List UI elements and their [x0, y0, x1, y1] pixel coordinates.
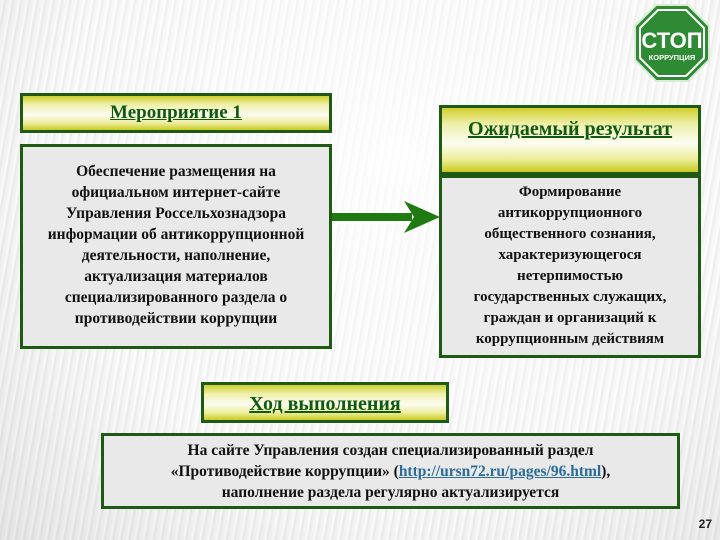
activity-title: Мероприятие 1: [110, 102, 242, 123]
svg-text:СТОП: СТОП: [641, 28, 702, 53]
page-number: 27: [698, 517, 712, 531]
text-line: нетерпимостью: [517, 268, 623, 284]
text-line: специализированного раздела о: [64, 289, 288, 306]
text-line: информации об антикоррупционной: [47, 226, 305, 243]
progress-description: На сайте Управления создан специализиров…: [101, 433, 680, 509]
section-link[interactable]: http://ursn72.ru/pages/96.html: [398, 463, 602, 480]
text-line: характеризующегося: [498, 247, 642, 263]
expected-result-description: Формирование антикоррупционного обществе…: [439, 175, 701, 358]
expected-result-title: Ожидаемый результат: [467, 118, 673, 140]
text-line: Управления Россельхознадзора: [66, 205, 286, 222]
stop-corruption-logo: СТОП КОРРУПЦИЯ: [634, 4, 710, 82]
progress-header: Ход выполнения: [201, 382, 449, 423]
text-line: Формирование: [518, 184, 622, 200]
text-line: Обеспечение размещения на: [76, 163, 276, 180]
progress-title: Ход выполнения: [249, 393, 401, 415]
activity-header: Мероприятие 1: [20, 93, 332, 133]
text-line: наполнение раздела регулярно актуализиру…: [221, 484, 560, 501]
text-line: общественного сознания,: [484, 226, 656, 242]
svg-text:КОРРУПЦИЯ: КОРРУПЦИЯ: [649, 53, 696, 62]
text-line: актуализация материалов: [84, 268, 268, 285]
text-line: граждан и организаций к: [483, 310, 657, 326]
text-line: государственных служащих,: [473, 289, 667, 305]
text-line: официальном интернет-сайте: [71, 184, 281, 201]
text-line: деятельности, наполнение,: [81, 247, 271, 264]
activity-description: Обеспечение размещения на официальном ин…: [20, 144, 332, 349]
text-line: антикоррупционного: [497, 205, 643, 221]
text-line: противодействии коррупции: [74, 310, 278, 327]
text-line: На сайте Управления создан специализиров…: [187, 442, 594, 459]
text-line: «Противодействие коррупции» (http://ursn…: [170, 463, 611, 480]
arrow-right-icon: [332, 201, 440, 233]
expected-result-header: Ожидаемый результат: [439, 105, 701, 175]
text-line: коррупционным действиям: [475, 331, 665, 347]
